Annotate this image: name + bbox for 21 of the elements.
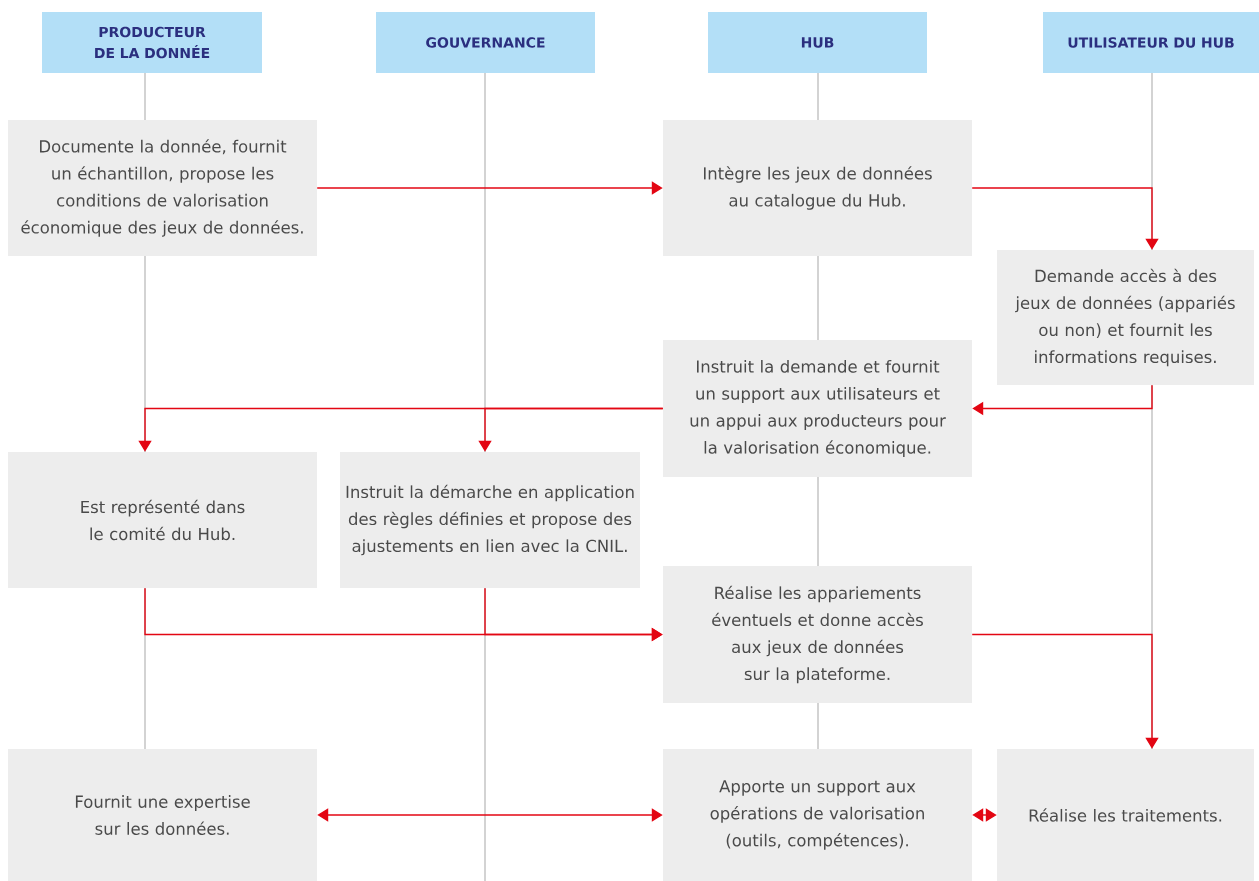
arrow [316, 181, 663, 195]
step-box: Apporte un support aux opérations de valorisation (outils, compétences). [663, 749, 972, 881]
arrow [317, 808, 663, 822]
step-box: Est représenté dans le comité du Hub. [8, 452, 317, 588]
lane-header: PRODUCTEUR DE LA DONNÉE [42, 12, 262, 73]
arrow [971, 187, 1159, 250]
lane-header: GOUVERNANCE [376, 12, 595, 73]
step-box: Réalise les traitements. [997, 749, 1254, 881]
arrow [478, 407, 664, 452]
step-box: Fournit une expertise sur les données. [8, 749, 317, 881]
step-box: Demande accès à des jeux de données (appariés ou non) et fournit les informations requises. [997, 250, 1254, 385]
step-box: Instruit la demande et fournit un support aux utilisateurs et un appui aux producteurs pour la valorisation économique. [663, 340, 972, 477]
arrow [971, 633, 1159, 749]
step-box: Instruit la démarche en application des règles définies et propose des ajustements en lien avec la CNIL. [340, 452, 640, 588]
step-box: Documente la donnée, fournit un échantillon, propose les conditions de valorisation économique des jeux de données. [8, 120, 317, 256]
lane-header: HUB [708, 12, 927, 73]
arrow [972, 808, 997, 822]
step-box: Réalise les appariements éventuels et donne accès aux jeux de données sur la plateforme. [663, 566, 972, 703]
step-box: Intègre les jeux de données au catalogue du Hub. [663, 120, 972, 256]
arrow [972, 384, 1153, 416]
lane-header: UTILISATEUR DU HUB [1043, 12, 1259, 73]
